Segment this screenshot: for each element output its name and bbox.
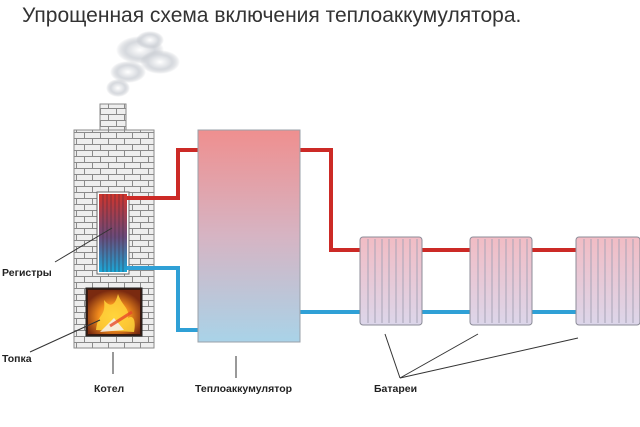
label-registers: Регистры: [2, 267, 52, 279]
boiler: [73, 103, 155, 349]
label-batteries: Батареи: [374, 383, 417, 395]
smoke-icon: [106, 31, 180, 97]
heat-accumulator-tank: [197, 129, 301, 343]
registers: [96, 191, 130, 275]
cold-pipe-boiler: [127, 266, 198, 332]
page-title: Упрощенная схема включения теплоаккумуля…: [22, 4, 521, 27]
fire-icon: [96, 294, 135, 332]
label-firebox: Топка: [2, 353, 32, 365]
radiator-1: [359, 236, 423, 326]
hot-pipe-boiler: [127, 148, 198, 200]
label-boiler: Котел: [94, 383, 124, 395]
firebox: [85, 287, 143, 337]
leader-lines: [29, 227, 579, 379]
label-accumulator: Теплоаккумулятор: [195, 383, 292, 395]
radiator-2: [469, 236, 533, 326]
radiator-3: [575, 236, 640, 326]
hot-pipe-batteries: [300, 148, 640, 252]
chimney: [99, 103, 127, 133]
